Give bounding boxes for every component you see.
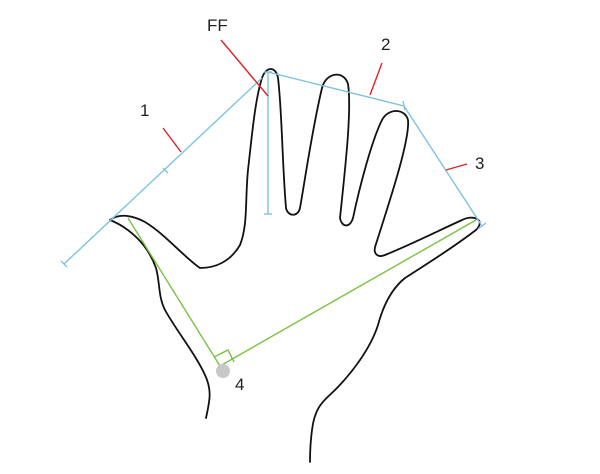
label-3: 3 [475, 154, 484, 173]
right-angle-marker [213, 349, 235, 363]
label-2: 2 [381, 35, 390, 54]
measure-line-3 [403, 105, 483, 227]
green-line-pinky [219, 219, 477, 367]
measure-line-1-mid-tick [162, 167, 169, 174]
landmark-dot [216, 364, 230, 378]
pointer-lines [162, 39, 468, 171]
label-1: 1 [140, 101, 149, 120]
measure-line-3-end-tick [477, 222, 487, 230]
hand-outline [109, 68, 481, 463]
green-line-thumb [127, 217, 221, 367]
label-ff: FF [207, 16, 228, 35]
pointer-line-ff [220, 39, 269, 97]
measure-line-1 [63, 77, 263, 265]
pointer-line-1 [162, 127, 182, 153]
pointer-line-3 [445, 163, 468, 171]
measure-line-2-end-tick [402, 100, 406, 111]
pointer-line-2 [369, 62, 383, 96]
green-lines [127, 217, 477, 367]
label-4: 4 [235, 375, 244, 394]
measure-line-2 [267, 71, 405, 107]
measure-line-1-end-tick-a [60, 260, 68, 268]
